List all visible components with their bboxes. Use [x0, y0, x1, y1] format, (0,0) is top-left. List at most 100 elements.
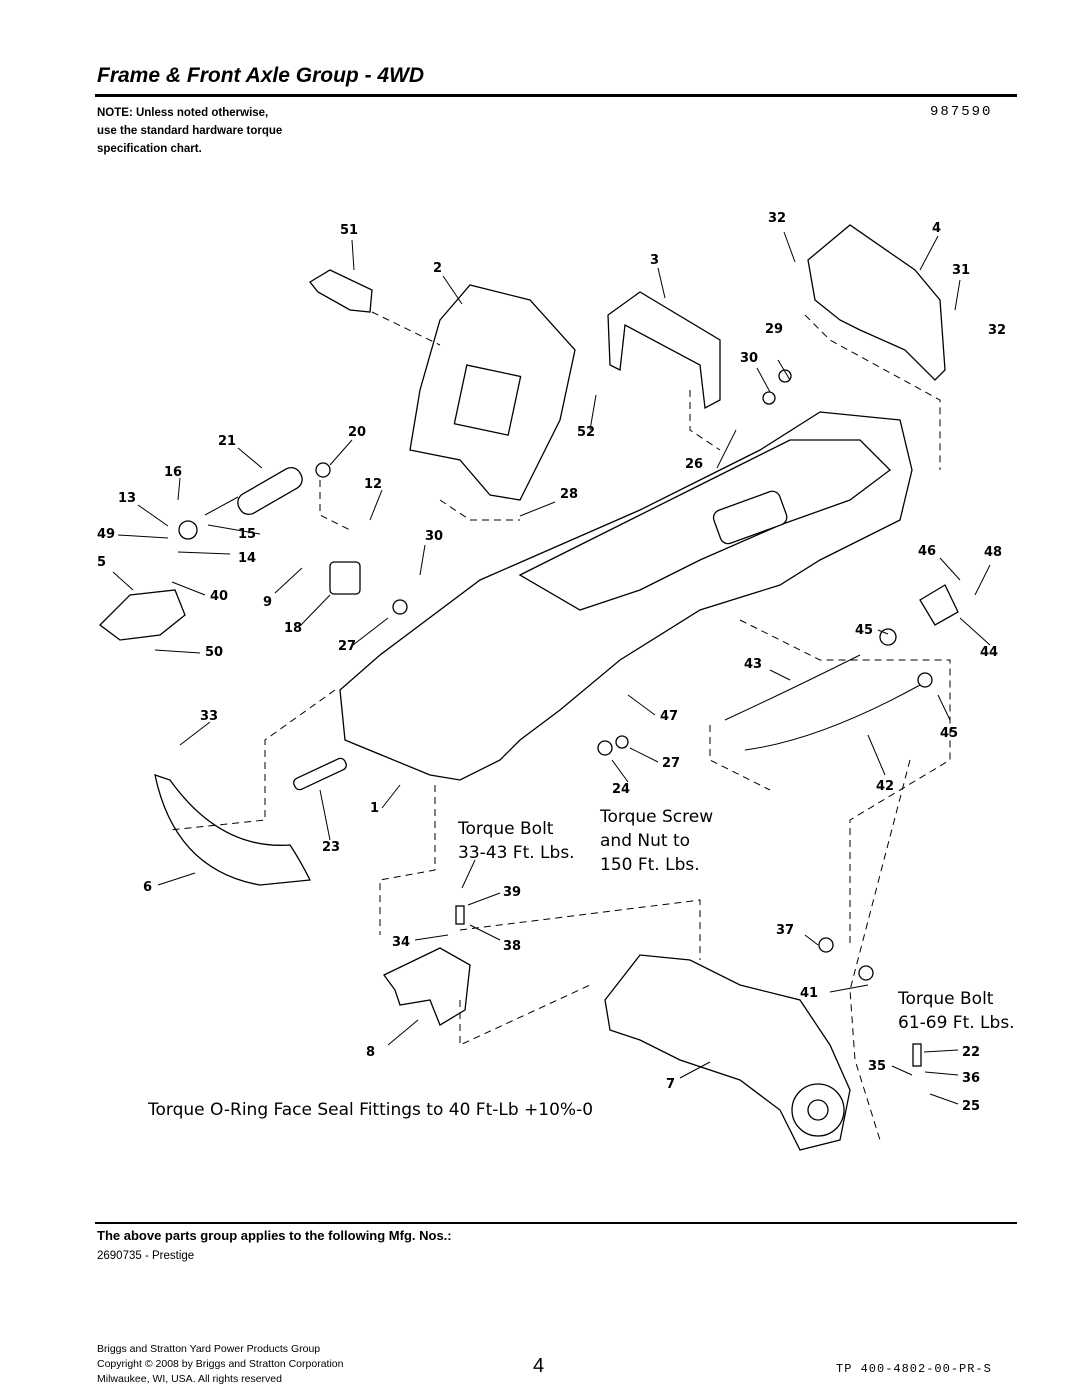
page-number: 4 — [533, 1355, 545, 1377]
callout-40: 40 — [210, 589, 228, 604]
frame-parts — [99, 224, 959, 1151]
callout-45-upper: 45 — [855, 623, 873, 638]
callout-30-mid: 30 — [425, 529, 443, 544]
pin-23 — [293, 757, 347, 791]
fitting-block-44 — [919, 584, 959, 626]
callout-15: 15 — [238, 527, 256, 542]
applies-heading: The above parts group applies to the fol… — [97, 1228, 452, 1243]
torque-annotations: Torque Bolt 33-43 Ft. Lbs. Torque Screw … — [147, 807, 1015, 1120]
torque-bolt-1-label: Torque Bolt — [457, 819, 554, 839]
callout-27-upper: 27 — [338, 639, 356, 654]
pivot-plate-40 — [99, 589, 186, 641]
frame-top-panel — [518, 439, 891, 611]
callout-23: 23 — [322, 840, 340, 855]
callout-21: 21 — [218, 434, 236, 449]
callout-44: 44 — [980, 645, 998, 660]
callout-33: 33 — [200, 709, 218, 724]
bracket-18 — [329, 561, 361, 595]
callout-1: 1 — [370, 801, 379, 816]
transaxle-7 — [604, 954, 851, 1151]
cylinder-21 — [237, 466, 303, 516]
bottom-rule — [95, 1222, 1017, 1224]
callout-27-lower: 27 — [662, 756, 680, 771]
callout-46: 46 — [918, 544, 936, 559]
callout-45-lower: 45 — [940, 726, 958, 741]
callout-37: 37 — [776, 923, 794, 938]
washer-29 — [778, 369, 792, 383]
nut-20 — [315, 462, 331, 478]
callout-4: 4 — [932, 221, 941, 236]
title-rule — [95, 94, 1017, 97]
axle-bracket-8 — [383, 947, 471, 1026]
mfg-number: 2690735 - Prestige — [97, 1250, 195, 1262]
callout-2: 2 — [433, 261, 442, 276]
note-line-2: use the standard hardware torque — [97, 125, 283, 137]
dash-panel-window — [453, 364, 522, 436]
callout-numbers: 51 2 3 32 4 31 32 29 30 52 21 20 16 12 2… — [97, 211, 1006, 1114]
callout-31: 31 — [952, 263, 970, 278]
callout-6: 6 — [143, 880, 152, 895]
hose-43 — [724, 654, 861, 721]
callout-51: 51 — [340, 223, 358, 238]
note-line-1: NOTE: Unless noted otherwise, — [97, 107, 269, 119]
torque-bolt-1-value: 33-43 Ft. Lbs. — [458, 843, 575, 863]
callout-8: 8 — [366, 1045, 375, 1060]
footer-line-3: Milwaukee, WI, USA. All rights reserved — [97, 1373, 282, 1385]
frame-slot — [712, 490, 788, 545]
fitting-45b — [917, 672, 933, 688]
callout-5: 5 — [97, 555, 106, 570]
callout-14: 14 — [238, 551, 256, 566]
callout-32-top: 32 — [768, 211, 786, 226]
fitting-41 — [858, 965, 874, 981]
axle-hub-inner — [807, 1099, 829, 1121]
callout-16: 16 — [164, 465, 182, 480]
callout-25: 25 — [962, 1099, 980, 1114]
callout-41: 41 — [800, 986, 818, 1001]
hose-42 — [744, 684, 921, 751]
support-3 — [607, 291, 721, 410]
callout-13: 13 — [118, 491, 136, 506]
plate-4 — [807, 224, 946, 381]
callout-20: 20 — [348, 425, 366, 440]
bolt-39 — [455, 905, 465, 925]
callout-3: 3 — [650, 253, 659, 268]
document-number: TP 400-4802-00-PR-S — [836, 1362, 992, 1376]
callout-22: 22 — [962, 1045, 980, 1060]
bracket-51 — [309, 269, 373, 313]
callout-32-right: 32 — [988, 323, 1006, 338]
fitting-45 — [879, 628, 897, 646]
callout-29: 29 — [765, 322, 783, 337]
callout-28: 28 — [560, 487, 578, 502]
callout-38: 38 — [503, 939, 521, 954]
leader-lines — [112, 231, 991, 1105]
torque-note: NOTE: Unless noted otherwise, use the st… — [97, 104, 282, 158]
torque-bolt-2-label: Torque Bolt — [897, 989, 994, 1009]
torque-screw-label: Torque Screw — [599, 807, 713, 827]
nut-27-upper — [392, 599, 408, 615]
nut-27 — [615, 735, 629, 749]
note-line-3: specification chart. — [97, 143, 202, 155]
torque-oring-note: Torque O-Ring Face Seal Fittings to 40 F… — [147, 1100, 593, 1120]
callout-26: 26 — [685, 457, 703, 472]
callout-36: 36 — [962, 1071, 980, 1086]
callout-48: 48 — [984, 545, 1002, 560]
callout-43: 43 — [744, 657, 762, 672]
callout-49: 49 — [97, 527, 115, 542]
callout-39: 39 — [503, 885, 521, 900]
footer-line-1: Briggs and Stratton Yard Power Products … — [97, 1343, 321, 1355]
page-title: Frame & Front Axle Group - 4WD — [97, 64, 425, 87]
callout-42: 42 — [876, 779, 894, 794]
callout-24: 24 — [612, 782, 630, 797]
torque-screw-value: 150 Ft. Lbs. — [600, 855, 700, 875]
callout-35: 35 — [868, 1059, 886, 1074]
callout-7: 7 — [666, 1077, 675, 1092]
washer-24 — [597, 740, 613, 756]
footer-copyright: Briggs and Stratton Yard Power Products … — [97, 1342, 343, 1387]
callout-12: 12 — [364, 477, 382, 492]
nut-30 — [762, 391, 776, 405]
callout-18: 18 — [284, 621, 302, 636]
callout-52: 52 — [577, 425, 595, 440]
callout-30-top: 30 — [740, 351, 758, 366]
reference-number: 987590 — [930, 104, 993, 120]
callout-34: 34 — [392, 935, 410, 950]
